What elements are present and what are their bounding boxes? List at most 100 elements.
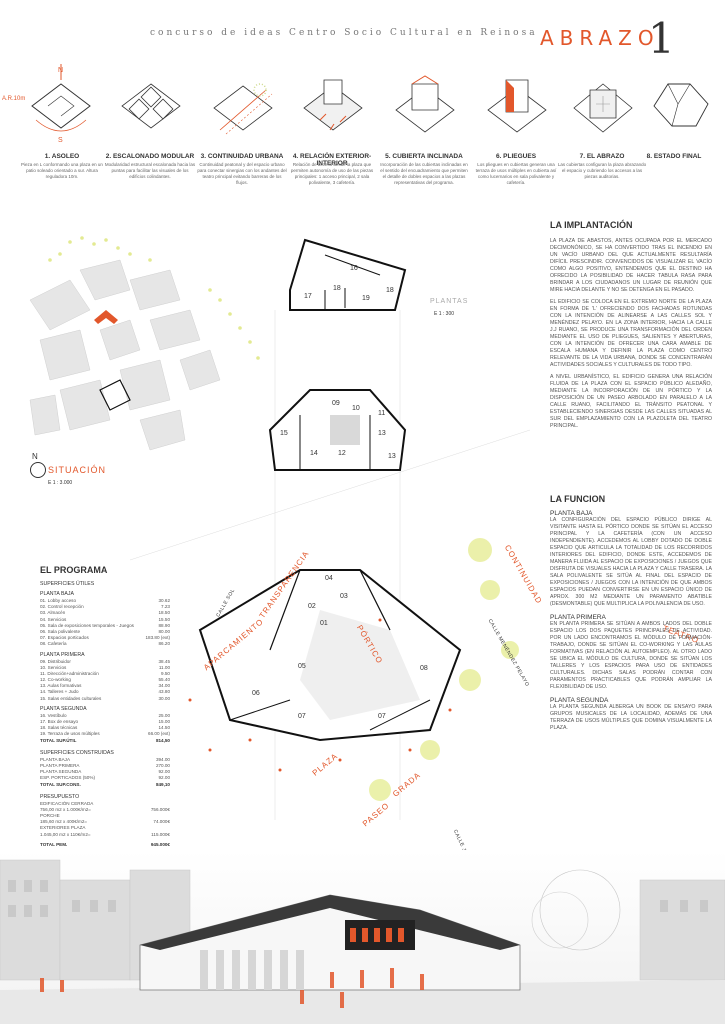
room-label: 11 — [378, 410, 385, 417]
room-label: 19 — [362, 295, 370, 302]
programa-row-label: EXTERIORES PLAZA — [40, 825, 86, 831]
programa-row-value: 9.50 — [161, 670, 170, 676]
room-label: 06 — [252, 690, 260, 697]
room-label: 01 — [320, 620, 328, 627]
room-label: 03 — [340, 593, 348, 600]
programa-row-value: 756.000€ — [150, 806, 170, 812]
programa-row-label: 185,60 m2 x 400€/m2= — [40, 819, 88, 825]
programa-heading: PLANTA BAJA — [40, 591, 74, 597]
brand-number: 1 — [648, 14, 675, 63]
programa-row: EDIFICACIÓN CERRADA — [40, 801, 170, 807]
funcion-title: LA FUNCION — [550, 494, 606, 504]
situation-scale: E 1 : 3.000 — [48, 480, 73, 486]
step-title-7: 7. EL ABRAZO — [579, 153, 625, 160]
funcion-subtitle: PLANTA PRIMERA — [550, 614, 606, 622]
building-render — [0, 850, 725, 1024]
funcion-paragraph: LA CONFIGURACIÓN DEL ESPACIO PÚBLICO DIR… — [550, 517, 712, 608]
step-diagram-1: N S — [18, 60, 104, 156]
programa-row-value: 183.80 (ext) — [145, 635, 170, 641]
room-label: 07 — [378, 713, 386, 720]
site-plan-drawing — [29, 236, 260, 451]
programa-row-label: 05. Sala de exposiciones temporales - Ju… — [40, 622, 134, 628]
brand-name: ABRAZO — [540, 26, 660, 50]
total-value: 849,10 — [155, 781, 170, 787]
programa-row-label: 13. Aulas formativas — [40, 683, 82, 689]
total-label: TOTAL SUP.ÚTIL — [40, 737, 77, 743]
room-label: 07 — [298, 713, 306, 720]
programa-row-label: PORCHE — [40, 813, 60, 819]
step-desc-3: Continuidad peatonal y del espacio urban… — [197, 162, 287, 185]
step-title-6: 6. PLIEGUES — [495, 153, 537, 160]
step-title-4: 4. RELACIÓN EXTERIOR-INTERIOR — [292, 153, 372, 167]
funcion-subtitle: PLANTA SEGUNDA — [550, 697, 609, 705]
room-label: 14 — [310, 450, 318, 457]
svg-text:S: S — [58, 137, 63, 144]
funcion-section: LA FUNCION PLANTA BAJA LA CONFIGURACIÓN … — [550, 494, 712, 732]
embrace-diagram-icon — [573, 83, 633, 133]
step-diagram-8 — [638, 60, 724, 156]
programa-row-value: 15.00 — [158, 719, 171, 724]
programa-row-label: 07. Espacios porticados — [40, 635, 89, 641]
step-desc-2: Modularidad estructural escalonada hacia… — [104, 162, 196, 179]
total-value: 814,50 — [155, 737, 170, 743]
plans-label: PLANTAS — [430, 298, 469, 305]
programa-row-label: EDIFICACIÓN CERRADA — [40, 800, 94, 806]
room-label: 13 — [378, 430, 386, 437]
programa-total-pem: TOTAL PEM. 945.000€ — [40, 842, 170, 848]
programa-row-value: 88.90 — [158, 622, 171, 628]
room-label: 05 — [298, 663, 306, 670]
programa-total-utiles: TOTAL SUP.ÚTIL 814,50 — [40, 738, 170, 744]
step-desc-5: Incorporación de las cubiertas inclinada… — [380, 162, 468, 185]
room-label: 08 — [420, 665, 428, 672]
implantacion-title: LA IMPLANTACIÓN — [550, 220, 633, 230]
room-label: 04 — [325, 575, 333, 582]
room-label: 16 — [350, 265, 358, 272]
room-label: 13 — [388, 453, 396, 460]
programa-row-label: 756,00 m2 x 1.000€/m2= — [40, 806, 91, 812]
programa-row-label: 08. Cafetería — [40, 641, 67, 647]
programa-row: 185,60 m2 x 400€/m2=74.000€ — [40, 819, 170, 825]
programa-row-value: 66.00 (ext) — [148, 731, 170, 737]
step-title-3: 3. CONTINUIDAD URBANA — [200, 153, 284, 160]
funcion-paragraph: EN PLANTA PRIMERA SE SITÚAN A AMBOS LADO… — [550, 621, 712, 691]
room-label: 18 — [333, 285, 341, 292]
programa-heading: PRESUPUESTO — [40, 793, 80, 800]
programa-row-value: 115.000€ — [151, 831, 170, 837]
programa-row: 11. Dirección+administración 9.50 — [40, 671, 170, 677]
step-title-2: 2. ESCALONADO MODULAR — [105, 153, 195, 160]
programa-row-label: ESP. PORTICADOS (50%) — [40, 775, 95, 781]
programa-row-label: 06. Sala polivalente — [40, 628, 81, 634]
programa-row-label: 09. Distribuidor — [40, 658, 71, 664]
step-desc-7: Las cubiertas configuran la plaza abraza… — [557, 162, 647, 179]
programa-heading: PLANTA PRIMERA — [40, 651, 85, 658]
step-desc-4: Relación de acceso desde la plaza que pe… — [290, 162, 374, 185]
programa-row-value: 11.00 — [158, 664, 170, 670]
room-label: 17 — [304, 293, 312, 300]
room-label: 12 — [338, 450, 346, 457]
implantacion-paragraph: EL EDIFICIO SE COLOCA EN EL EXTREMO NORT… — [550, 299, 712, 369]
programa-row-value: 92.00 — [158, 769, 171, 775]
programa-row-label: 11. Dirección+administración — [40, 670, 99, 676]
programa-row-label: PLANTA BAJA — [40, 756, 71, 762]
programa-row-label: PLANTA SEGUNDA — [40, 769, 82, 775]
implantacion-paragraph: A NIVEL URBANÍSTICO, EL EDIFICIO GENERA … — [550, 374, 712, 430]
programa-row-value: 270.00 — [155, 762, 170, 768]
final-state-diagram-icon — [653, 83, 709, 127]
programa-row-value: 7.23 — [161, 604, 170, 610]
funcion-paragraph: LA PLANTA SEGUNDA ALBERGA UN BOOK DE ENS… — [550, 704, 712, 732]
continuity-diagram-icon — [213, 83, 273, 135]
